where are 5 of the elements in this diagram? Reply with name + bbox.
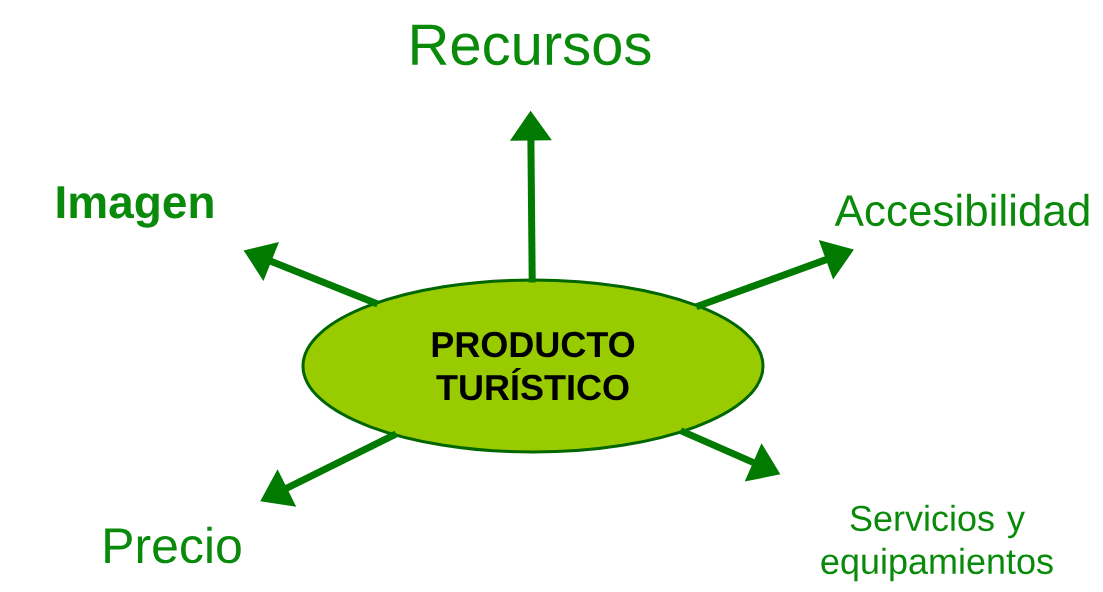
branch-label: Imagen bbox=[57, 186, 213, 228]
branch-label: Recursos bbox=[412, 24, 651, 66]
branch-label: Precio bbox=[105, 526, 241, 564]
branch-label: Accesibilidad bbox=[834, 193, 1089, 227]
branch-label: Servicios y equipamientos bbox=[821, 504, 1053, 582]
